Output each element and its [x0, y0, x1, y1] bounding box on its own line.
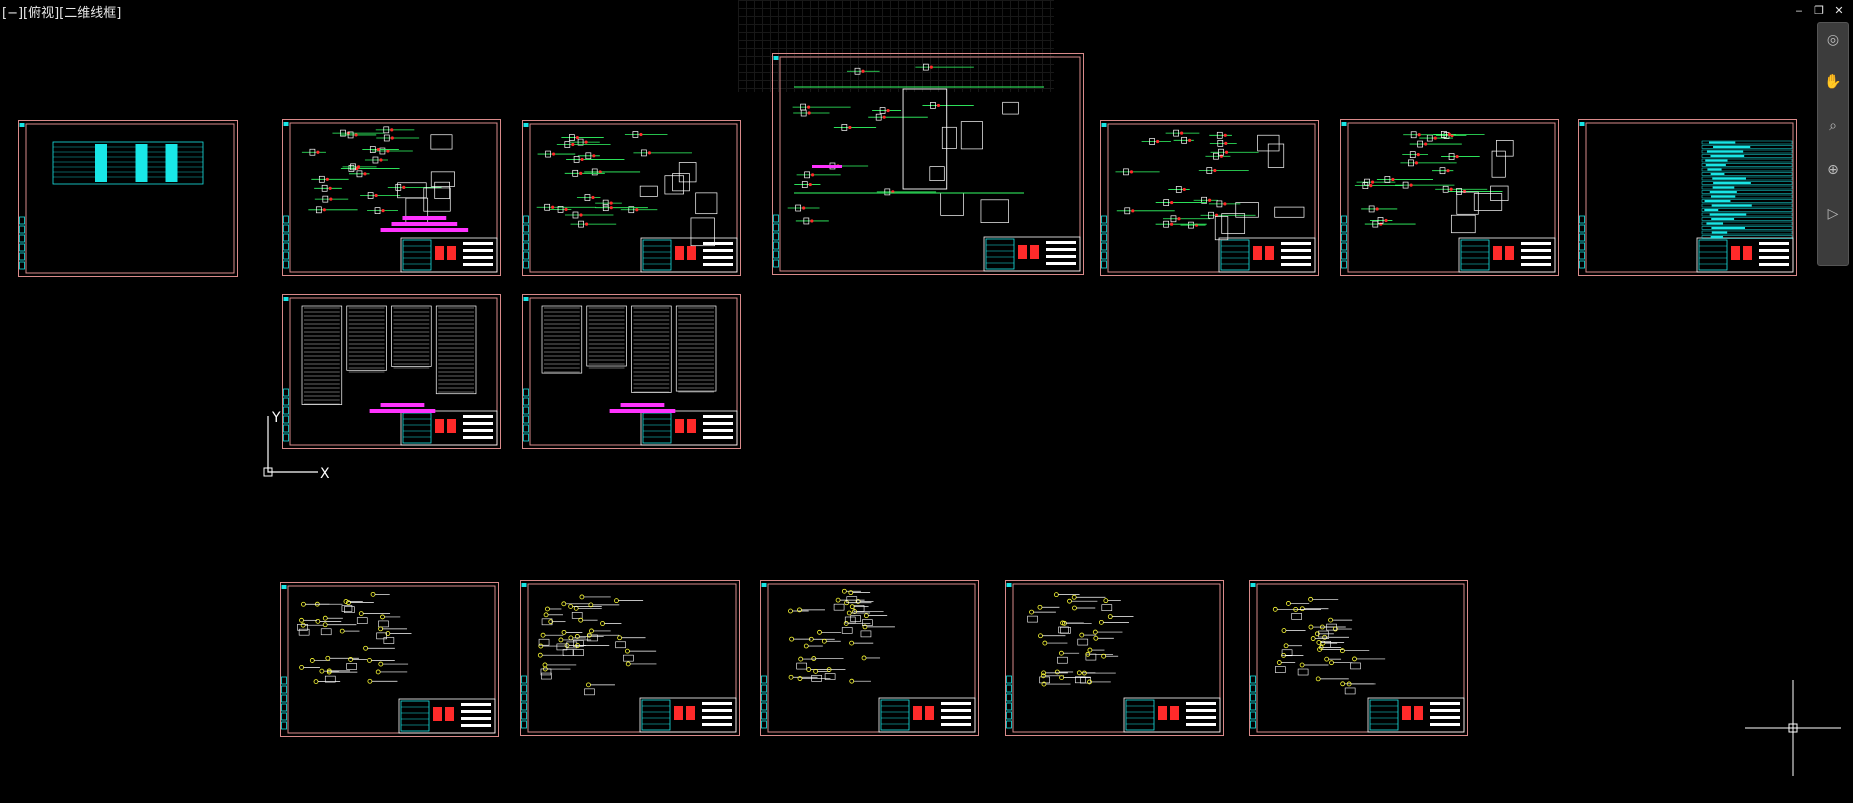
drawing-sheet[interactable]	[1578, 119, 1797, 276]
drawing-sheet[interactable]	[1100, 120, 1319, 276]
pan-icon[interactable]: ✋	[1824, 74, 1842, 90]
minimize-button[interactable]: ‒	[1795, 4, 1803, 17]
ucs-y-label: Y	[271, 410, 281, 426]
steering-wheel-icon[interactable]: ◎	[1826, 32, 1840, 48]
drawing-sheet[interactable]	[522, 294, 741, 449]
drawing-sheet[interactable]	[520, 580, 740, 736]
drawing-sheet[interactable]	[772, 53, 1084, 275]
ucs-x-label: X	[320, 466, 330, 482]
crosshair-cursor	[1745, 680, 1841, 776]
orbit-icon[interactable]: ⊕	[1827, 162, 1839, 178]
ucs-icon: Y X	[258, 406, 348, 486]
zoom-icon[interactable]: ⌕	[1829, 118, 1837, 134]
restore-button[interactable]: ❐	[1814, 4, 1824, 17]
close-button[interactable]: ✕	[1834, 4, 1844, 17]
drawing-sheet[interactable]	[1249, 580, 1468, 736]
drawing-sheet[interactable]	[1005, 580, 1224, 736]
viewport-controls-label[interactable]: [−][俯视][二维线框]	[2, 6, 122, 21]
drawing-sheet[interactable]	[522, 120, 741, 276]
grid-display	[738, 0, 1054, 92]
drawing-sheet[interactable]	[18, 120, 238, 277]
drawing-sheet[interactable]	[760, 580, 979, 736]
drawing-sheet[interactable]	[282, 294, 501, 449]
navigation-bar: ◎ ✋ ⌕ ⊕ ▷	[1817, 22, 1849, 266]
drawing-sheet[interactable]	[282, 119, 501, 276]
showmotion-icon[interactable]: ▷	[1827, 206, 1839, 222]
drawing-sheet[interactable]	[1340, 119, 1559, 276]
drawing-sheet[interactable]	[280, 582, 499, 737]
window-controls: ‒ ❐ ✕	[1791, 4, 1847, 18]
